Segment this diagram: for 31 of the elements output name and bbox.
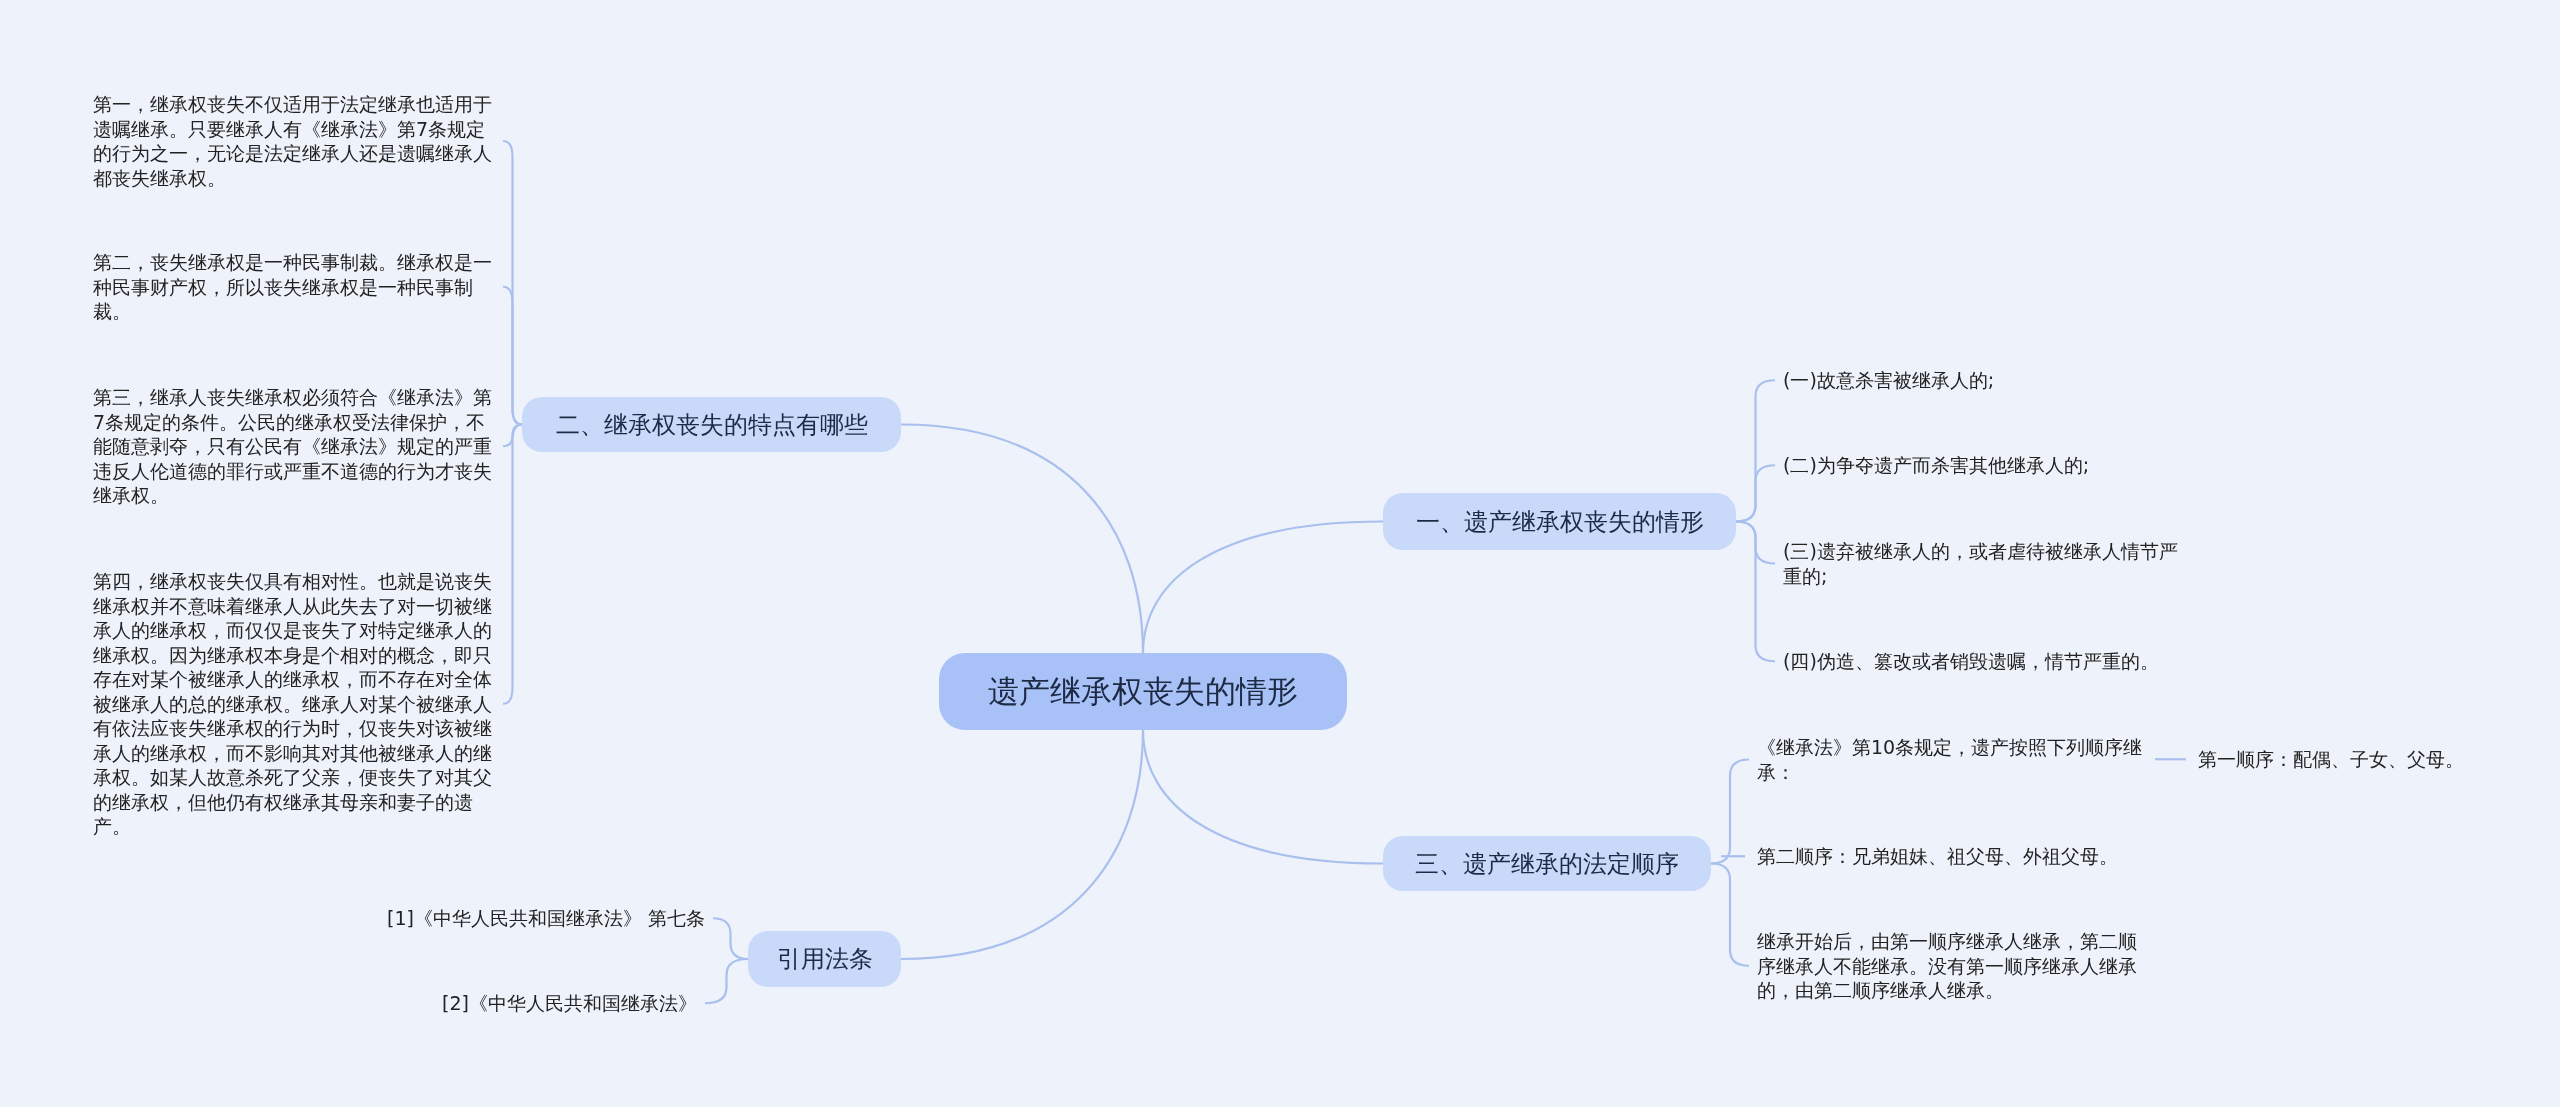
connector-line xyxy=(1735,464,1776,523)
connector-line xyxy=(704,957,749,1005)
topic-text: 第四，继承权丧失仅具有相对性。也就是说丧失继承权并不意味着继承人从此失去了对一切被继承人的继承权，而仅仅是丧失了对特定继承人的继承权。因为继承权本身是个相对的概念，即只存在对某个被继承人的继承权，而不存在对全体被继承人的总的继承权。继承人对某个被继承人有依法应丧失继承权的行为时，仅丧失对该被继承人的继承权，而不影响其对其他被继承人的继承权。如某人故意杀死了父亲，便丧失了对其父的继承权，但他仍有权继承其母亲和妻子的遗产。 xyxy=(93,569,495,839)
topic-box: 三、遗产继承的法定顺序 xyxy=(1383,836,1711,891)
topic-text: 第一，继承权丧失不仅适用于法定继承也适用于遗嘱继承。只要继承人有《继承法》第7条规定的行为之一，无论是法定继承人还是遗嘱继承人都丧失继承权。 xyxy=(93,92,495,190)
topic-text: (四)伪造、篡改或者销毁遗嘱，情节严重的。 xyxy=(1783,649,2203,674)
connector-line xyxy=(502,423,523,448)
connector-line xyxy=(502,285,523,426)
connector-line xyxy=(1710,758,1750,865)
topic-text: (一)故意杀害被继承人的; xyxy=(1783,368,2183,393)
connector-line xyxy=(1141,520,1384,654)
root-topic: 遗产继承权丧失的情形 xyxy=(939,653,1347,730)
connector-line xyxy=(900,729,1145,961)
connector-line xyxy=(502,423,523,705)
topic-box: 引用法条 xyxy=(748,931,901,987)
topic-text: 第二，丧失继承权是一种民事制裁。继承权是一种民事财产权，所以丧失继承权是一种民事制裁。 xyxy=(93,250,495,324)
topic-box: 二、继承权丧失的特点有哪些 xyxy=(522,397,901,452)
connector-line xyxy=(1735,520,1776,663)
topic-text: [1]《中华人民共和国继承法》 第七条 xyxy=(330,906,705,931)
topic-text: 继承开始后，由第一顺序继承人继承，第二顺序继承人不能继承。没有第一顺序继承人继承的，由第二顺序继承人继承。 xyxy=(1757,929,2155,1003)
topic-text: [2]《中华人民共和国继承法》 xyxy=(330,991,697,1016)
connector-line xyxy=(2155,758,2186,761)
topic-text: (三)遗弃被继承人的，或者虐待被继承人情节严重的; xyxy=(1783,539,2178,588)
topic-text: (二)为争夺遗产而杀害其他继承人的; xyxy=(1783,453,2183,478)
connector-line xyxy=(1721,855,1745,858)
topic-text: 《继承法》第10条规定，遗产按照下列顺序继承： xyxy=(1757,735,2145,784)
topic-box: 一、遗产继承权丧失的情形 xyxy=(1383,493,1736,550)
connector-line xyxy=(1710,862,1750,967)
topic-text: 第一顺序：配偶、子女、父母。 xyxy=(2198,747,2498,772)
topic-text: 第三，继承人丧失继承权必须符合《继承法》第7条规定的条件。公民的继承权受法律保护，不能随意剥夺，只有公民有《继承法》规定的严重违反人伦道德的罪行或严重不道德的行为才丧失继承权。 xyxy=(93,385,495,508)
topic-text: 第二顺序：兄弟姐妹、祖父母、外祖父母。 xyxy=(1757,844,2177,869)
